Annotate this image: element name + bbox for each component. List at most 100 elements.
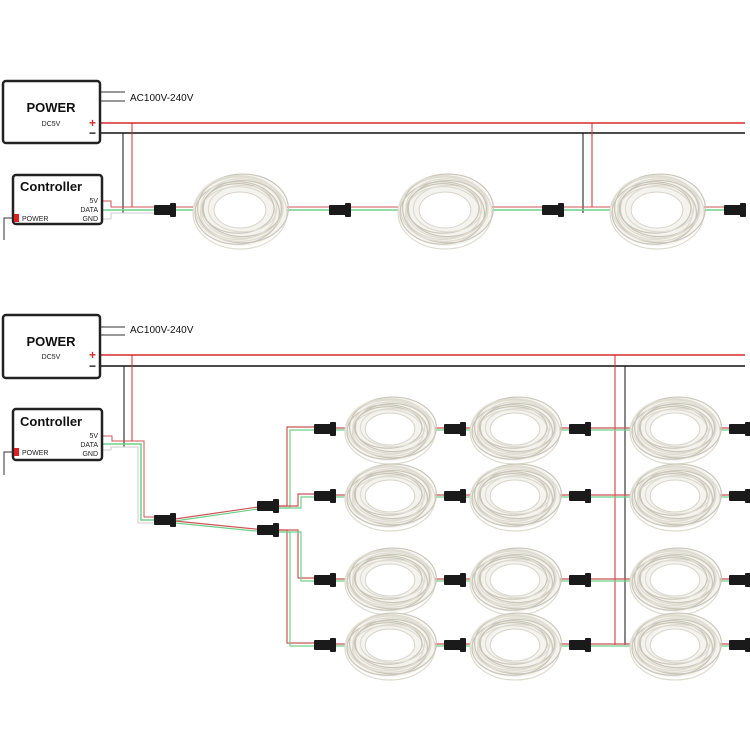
coil-loop <box>479 553 555 604</box>
connector-icon <box>569 638 591 652</box>
coil-loop <box>196 173 289 244</box>
connector-icon <box>444 638 466 652</box>
coil-loop <box>476 475 549 522</box>
connector-body <box>444 640 461 650</box>
coil-loop <box>469 615 561 681</box>
coil-loop <box>202 179 282 238</box>
coil-loop <box>473 547 562 610</box>
connector-icon <box>569 573 591 587</box>
branch-wire <box>174 507 266 522</box>
controller-box <box>11 407 104 462</box>
connector-icon <box>444 422 466 436</box>
coil-loop <box>644 474 711 515</box>
coil-loop <box>639 402 715 453</box>
coil-loop <box>484 407 551 448</box>
coil-loop <box>473 612 562 675</box>
connector-head <box>330 489 336 503</box>
connector-head <box>585 573 591 587</box>
coil-loop <box>353 621 423 665</box>
coil-loop <box>471 404 554 460</box>
coil-loop <box>476 408 549 455</box>
plus-symbol: + <box>89 116 96 130</box>
power-supply-box <box>1 313 102 380</box>
coil-loop <box>412 184 483 233</box>
pin-5v: 5V <box>89 433 98 440</box>
led-string-coil-icon <box>629 547 722 616</box>
connector-body <box>444 491 461 501</box>
connector-icon <box>444 573 466 587</box>
coil-loop <box>353 405 423 449</box>
coil-loop <box>353 556 423 600</box>
coil-loop <box>359 623 426 664</box>
coil-loop <box>471 471 554 527</box>
connector-head <box>170 513 176 527</box>
coil-loop <box>471 555 554 611</box>
coil-loop <box>471 620 554 676</box>
connector-icon <box>329 203 351 217</box>
coil-center <box>364 412 416 446</box>
coil-loop <box>638 556 708 600</box>
wire-data <box>100 443 165 521</box>
coil-loop <box>354 618 430 669</box>
connector-body <box>729 575 746 585</box>
connector-icon <box>542 203 564 217</box>
coil-loop <box>192 176 288 250</box>
coil-loop <box>354 402 430 453</box>
coil-loop <box>346 404 429 460</box>
pin-data: DATA <box>80 207 98 214</box>
coil-loop <box>354 553 430 604</box>
connector-body <box>444 424 461 434</box>
coil-center <box>489 412 541 446</box>
connector-body <box>569 640 586 650</box>
coil-loop <box>636 408 709 455</box>
coil-loop <box>479 402 555 453</box>
power-output-label: DC5V <box>42 354 61 361</box>
coil-loop <box>348 463 437 526</box>
connector-head <box>460 489 466 503</box>
pin-gnd: GND <box>82 216 98 223</box>
coil-loop <box>399 181 486 245</box>
coil-loop <box>611 181 698 245</box>
connector-head <box>273 499 279 513</box>
coil-loop <box>351 475 424 522</box>
coil-loop <box>644 558 711 599</box>
coil-loop <box>479 618 555 669</box>
led-string-coil-icon <box>344 396 437 465</box>
coil-center <box>418 191 472 229</box>
led-string-coil-icon <box>629 463 722 532</box>
power-port <box>14 448 19 456</box>
branch-wire <box>275 529 325 644</box>
coil-loop <box>348 396 437 459</box>
coil-loop <box>479 469 555 520</box>
coil-loop <box>633 612 722 675</box>
coil-loop <box>619 179 699 238</box>
wire-gnd <box>100 446 165 524</box>
coil-loop <box>633 396 722 459</box>
coil-loop <box>207 184 278 233</box>
coil-loop <box>359 474 426 515</box>
connector-body <box>569 491 586 501</box>
coil-loop <box>359 558 426 599</box>
connector-body <box>314 575 331 585</box>
connector-icon <box>314 638 336 652</box>
coil-loop <box>199 185 276 240</box>
connector-body <box>154 515 171 525</box>
controller-power-label: POWER <box>22 450 48 457</box>
controller-power-cable <box>3 217 14 240</box>
connector-icon <box>729 573 750 587</box>
connector-icon <box>314 573 336 587</box>
connector-head <box>745 489 750 503</box>
controller-title: Controller <box>20 414 82 429</box>
controller-title: Controller <box>20 179 82 194</box>
minus-symbol: − <box>89 126 96 140</box>
coil-loop <box>346 620 429 676</box>
coil-loop <box>353 472 423 516</box>
wire-5v <box>100 435 165 518</box>
connector-body <box>729 491 746 501</box>
coil-loop <box>351 559 424 606</box>
connector-body <box>314 640 331 650</box>
coil-center <box>364 479 416 513</box>
coil-center <box>364 628 416 662</box>
coil-loop <box>616 185 693 240</box>
